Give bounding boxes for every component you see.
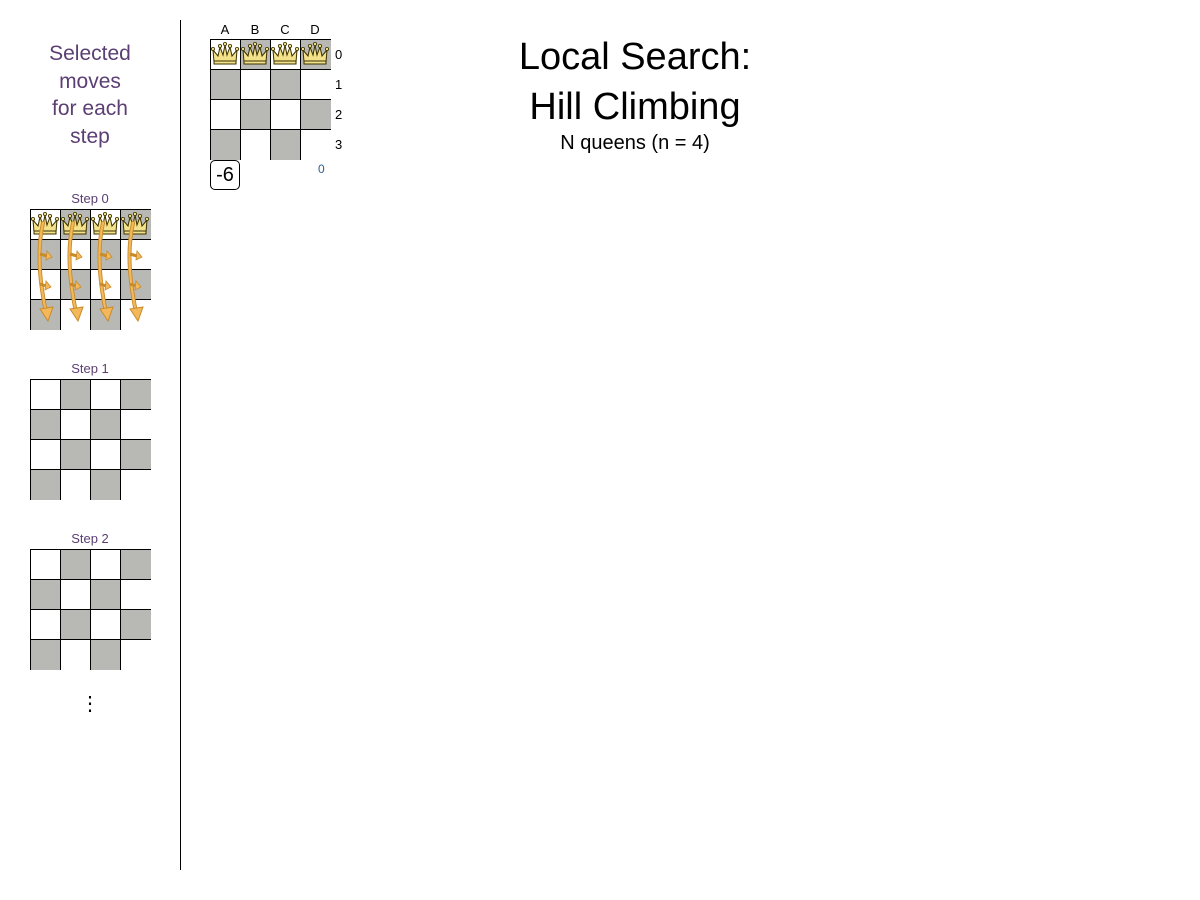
board-square [271,70,301,100]
column-label-c: C [280,22,290,37]
step-0-board [30,209,151,330]
title-line-1: Local Search: [518,36,752,78]
sidebar-title-line: for each [52,97,128,120]
sidebar-title-line: moves [59,69,121,93]
board-square [271,100,301,130]
board-square [31,210,61,240]
board-square [211,100,241,130]
board-square [121,410,151,440]
divider [180,20,181,870]
row-label-1: 1 [335,77,343,92]
board-square [61,580,91,610]
board-square [271,130,301,160]
step-0-label: Step 0 [71,191,109,206]
board-square [121,440,151,470]
index-label: 0 [318,162,325,176]
step-2-board [30,549,151,670]
board-square [91,640,121,670]
board-square [61,210,91,240]
board-square [91,550,121,580]
board-square [241,40,271,70]
board-square [91,210,121,240]
board-square [31,550,61,580]
board-square [301,100,331,130]
board-square [121,240,151,270]
board-square [31,640,61,670]
title-line-2: Hill Climbing [529,86,741,128]
board-square [91,470,121,500]
board-square [61,640,91,670]
board-square [31,240,61,270]
board-square [211,40,241,70]
board-square [31,580,61,610]
board-square [61,410,91,440]
board-square [61,440,91,470]
board-square [241,130,271,160]
board-square [121,270,151,300]
board-square [31,470,61,500]
board-square [31,300,61,330]
board-square [31,610,61,640]
board-square [61,240,91,270]
board-square [241,70,271,100]
board-square [211,70,241,100]
board-square [91,580,121,610]
board-square [271,40,301,70]
board-square [91,240,121,270]
more-steps-ellipsis: ⋮ [80,693,100,715]
score-box: -6 [210,160,240,190]
board-square [61,610,91,640]
board-square [121,380,151,410]
board-square [121,470,151,500]
column-label-d: D [310,22,320,37]
sidebar-title-line: step [70,124,110,148]
sidebar-title-line: Selected [49,42,131,65]
board-square [61,380,91,410]
board-square [211,130,241,160]
row-label-3: 3 [335,137,343,152]
step-1-board [30,379,151,500]
board-square [61,270,91,300]
sidebar-title: Selected moves for each step [20,40,160,150]
board-square [301,130,331,160]
board-square [31,440,61,470]
board-square [31,380,61,410]
board-square [91,270,121,300]
subtitle: N queens (n = 4) [560,132,710,154]
board-square [91,440,121,470]
board-square [121,640,151,670]
board-square [91,410,121,440]
board-square [91,380,121,410]
board-square [61,470,91,500]
column-label-b: B [250,22,260,37]
step-1-label: Step 1 [71,361,109,376]
board-square [31,270,61,300]
board-square [121,550,151,580]
board-square [61,300,91,330]
board-square [121,580,151,610]
board-square [91,610,121,640]
board-square [121,610,151,640]
board-square [91,300,121,330]
board-square [301,40,331,70]
step-2-label: Step 2 [71,531,109,546]
board-square [241,100,271,130]
board-square [61,550,91,580]
board-square [121,210,151,240]
page-title: Local Search: Hill Climbing [440,32,830,132]
column-label-a: A [220,22,230,37]
row-label-0: 0 [335,47,343,62]
row-label-2: 2 [335,107,343,122]
board-square [121,300,151,330]
board-square [31,410,61,440]
board-square [301,70,331,100]
main-board [210,39,331,160]
